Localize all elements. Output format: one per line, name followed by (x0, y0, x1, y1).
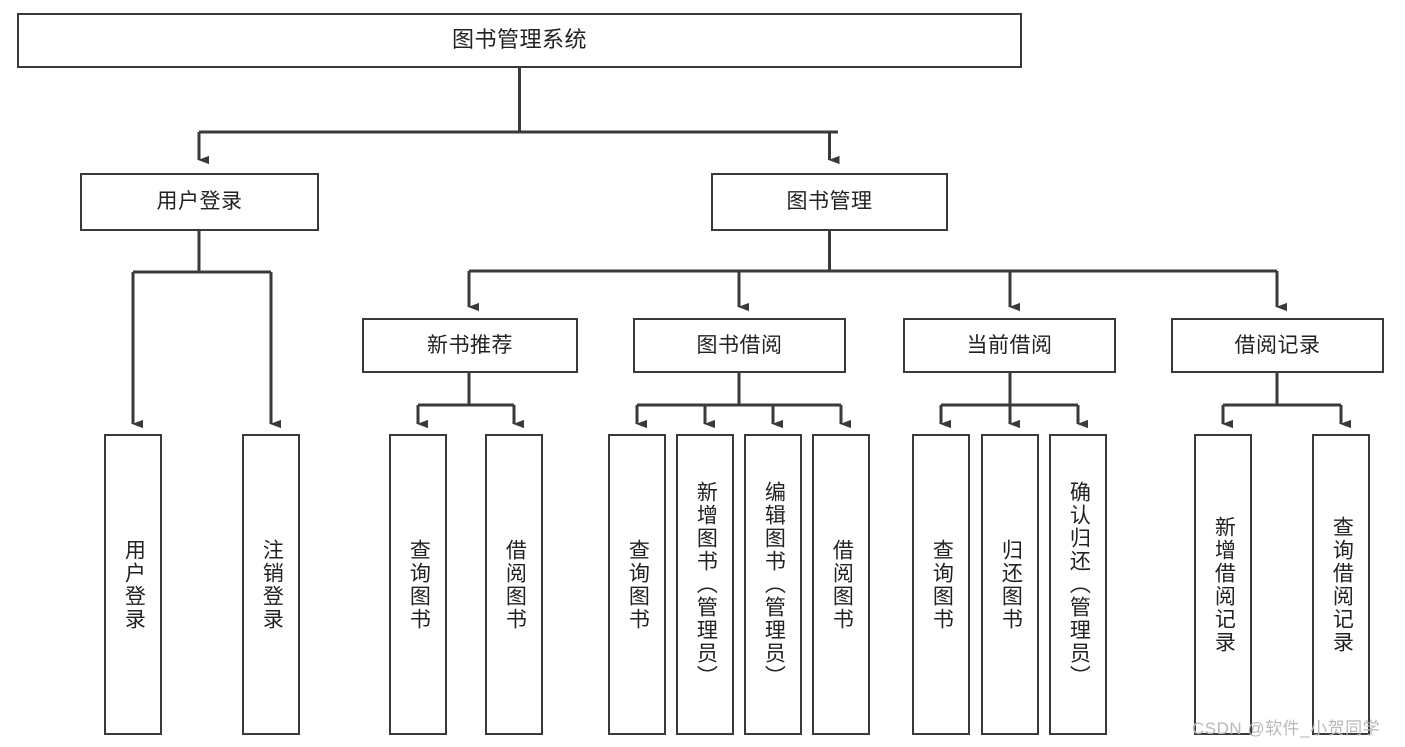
node-leaf-add-book[interactable]: 新增图书（管理员） (676, 434, 734, 735)
node-leaf-borrow-book-1[interactable]: 借阅图书 (485, 434, 543, 735)
node-leaf-logout-login[interactable]: 注销登录 (242, 434, 300, 735)
node-current-borrow-label: 当前借阅 (966, 333, 1053, 357)
node-leaf-logout-login-label: 注销登录 (260, 538, 284, 631)
node-leaf-confirm-return[interactable]: 确认归还（管理员） (1049, 434, 1107, 735)
node-borrow-record[interactable]: 借阅记录 (1171, 318, 1384, 373)
node-leaf-user-login[interactable]: 用户登录 (104, 434, 162, 735)
node-root[interactable]: 图书管理系统 (17, 13, 1022, 68)
node-leaf-query-book-1[interactable]: 查询图书 (389, 434, 447, 735)
node-leaf-edit-book[interactable]: 编辑图书（管理员） (744, 434, 802, 735)
node-leaf-return-book-label: 归还图书 (999, 538, 1023, 631)
node-leaf-borrow-book-1-label: 借阅图书 (503, 538, 527, 631)
node-new-book-recommend-label: 新书推荐 (427, 333, 513, 357)
node-leaf-borrow-book-2[interactable]: 借阅图书 (812, 434, 870, 735)
node-book-manage-label: 图书管理 (786, 190, 873, 214)
node-user-login[interactable]: 用户登录 (80, 173, 319, 231)
node-leaf-edit-book-label: 编辑图书（管理员） (762, 481, 786, 688)
node-leaf-add-book-label: 新增图书（管理员） (694, 481, 718, 688)
node-book-manage[interactable]: 图书管理 (711, 173, 948, 231)
node-root-label: 图书管理系统 (451, 27, 587, 53)
node-book-borrow-label: 图书借阅 (696, 333, 783, 357)
node-leaf-borrow-book-2-label: 借阅图书 (830, 538, 854, 631)
node-book-borrow[interactable]: 图书借阅 (633, 318, 846, 373)
node-leaf-query-book-1-label: 查询图书 (407, 538, 431, 631)
node-leaf-return-book[interactable]: 归还图书 (981, 434, 1039, 735)
node-leaf-query-record-label: 查询借阅记录 (1330, 515, 1354, 654)
node-user-login-label: 用户登录 (156, 190, 243, 214)
node-leaf-query-book-2[interactable]: 查询图书 (608, 434, 666, 735)
node-leaf-add-record-label: 新增借阅记录 (1212, 515, 1236, 654)
node-new-book-recommend[interactable]: 新书推荐 (362, 318, 578, 373)
node-borrow-record-label: 借阅记录 (1234, 333, 1321, 357)
node-leaf-query-book-3[interactable]: 查询图书 (912, 434, 970, 735)
node-leaf-confirm-return-label: 确认归还（管理员） (1067, 481, 1091, 688)
node-leaf-query-book-2-label: 查询图书 (626, 538, 650, 631)
csdn-watermark: CSDN @软件_小贺同学 (1192, 719, 1381, 738)
node-leaf-user-login-label: 用户登录 (122, 538, 146, 631)
node-leaf-add-record[interactable]: 新增借阅记录 (1194, 434, 1252, 735)
node-leaf-query-book-3-label: 查询图书 (930, 538, 954, 631)
node-current-borrow[interactable]: 当前借阅 (903, 318, 1116, 373)
node-leaf-query-record[interactable]: 查询借阅记录 (1312, 434, 1370, 735)
